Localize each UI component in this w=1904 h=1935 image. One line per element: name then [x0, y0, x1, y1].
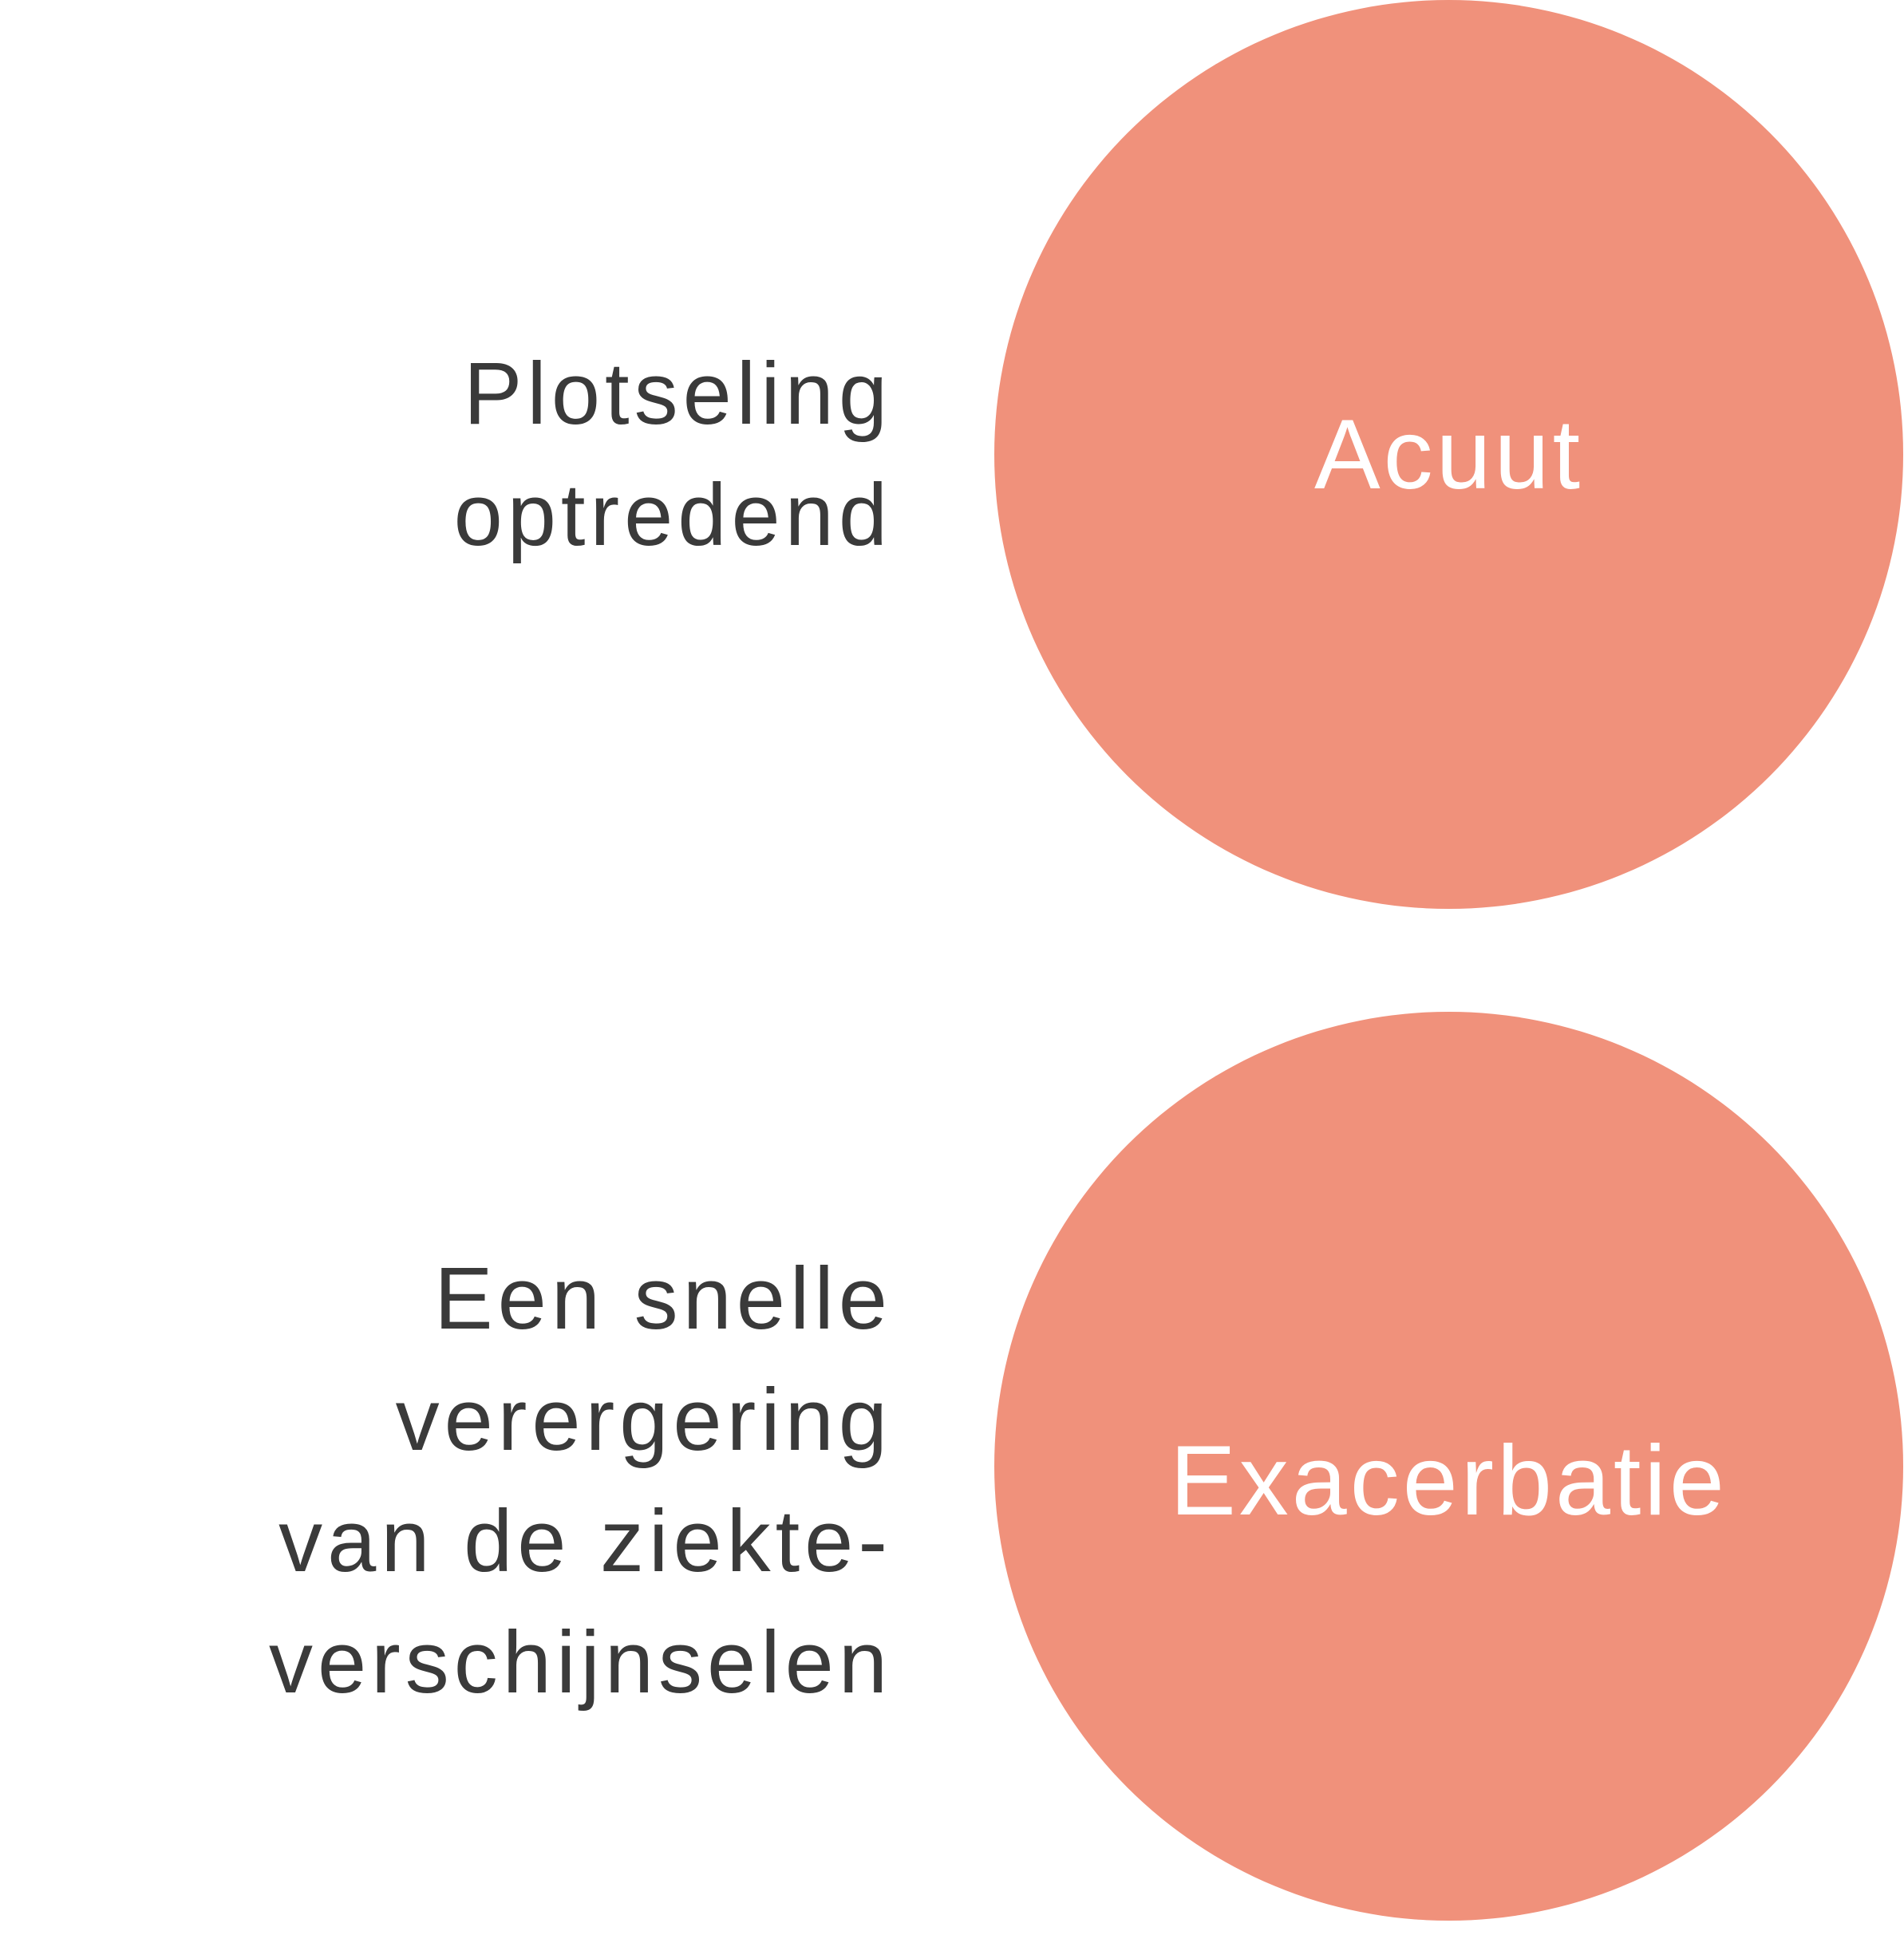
definition-line: verschijnselen	[268, 1613, 892, 1712]
term-circle-acuut: Acuut	[994, 0, 1903, 909]
term-row-exacerbatie: Een snelle verergering van de ziekte- ve…	[0, 1012, 1904, 1921]
definition-line: van de ziekte-	[278, 1491, 892, 1590]
definition-line: Een snelle	[434, 1249, 892, 1348]
definition-line: optredend	[453, 465, 892, 564]
definition-line: verergering	[395, 1370, 892, 1469]
definition-acuut: Plotseling optredend	[174, 0, 892, 909]
definition-line: Plotseling	[464, 344, 892, 443]
term-label-exacerbatie: Exacerbatie	[1170, 1425, 1728, 1536]
term-circle-exacerbatie: Exacerbatie	[994, 1012, 1903, 1921]
term-label-acuut: Acuut	[1313, 399, 1584, 510]
definition-exacerbatie: Een snelle verergering van de ziekte- ve…	[174, 1026, 892, 1935]
term-row-acuut: Plotseling optredend Acuut	[0, 0, 1904, 909]
